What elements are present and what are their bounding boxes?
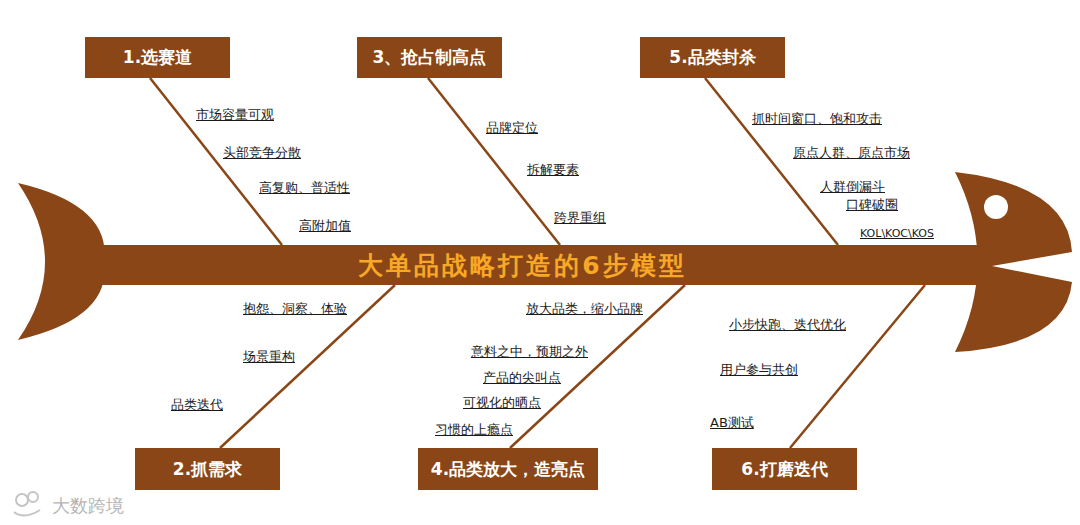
step-title: 6.打磨迭代 xyxy=(741,458,827,481)
model-title: 大单品战略打造的6步模型 xyxy=(358,249,686,282)
fish-bone xyxy=(510,285,685,448)
factor-label: AB测试 xyxy=(710,415,754,431)
factor-label: 高附加值 xyxy=(299,218,351,234)
factor-label: 口碑破圈 xyxy=(846,197,898,213)
step-title: 3、抢占制高点 xyxy=(373,46,487,69)
factor-label: KOL\KOC\KOS xyxy=(860,227,934,240)
factor-label: 小步快跑、迭代优化 xyxy=(729,317,846,333)
factor-label: 原点人群、原点市场 xyxy=(793,145,910,161)
factor-label: 可视化的晒点 xyxy=(463,395,541,411)
fish-bone xyxy=(150,78,282,245)
factor-label: 产品的尖叫点 xyxy=(483,370,561,386)
factor-label: 放大品类，缩小品牌 xyxy=(526,301,643,317)
factor-label: 抱怨、洞察、体验 xyxy=(243,301,347,317)
fish-bone xyxy=(428,78,560,245)
factor-label: 人群倒漏斗 xyxy=(820,179,885,195)
step-box: 5.品类封杀 xyxy=(640,37,785,78)
step-title: 5.品类封杀 xyxy=(669,46,755,69)
factor-label: 场景重构 xyxy=(243,349,295,365)
fish-bone xyxy=(220,285,395,448)
factor-label: 抓时间窗口、饱和攻击 xyxy=(752,111,882,127)
factor-label: 高复购、普适性 xyxy=(259,180,350,196)
step-box: 4.品类放大，造亮点 xyxy=(418,448,598,490)
fish-bone xyxy=(790,285,925,448)
factor-label: 头部竞争分散 xyxy=(223,145,301,161)
step-box: 1.选赛道 xyxy=(85,37,230,78)
step-box: 3、抢占制高点 xyxy=(357,37,502,78)
factor-label: 品牌定位 xyxy=(486,120,538,136)
step-title: 2.抓需求 xyxy=(173,458,242,481)
spine-band: 大单品战略打造的6步模型 xyxy=(60,245,985,285)
step-box: 6.打磨迭代 xyxy=(712,448,857,490)
watermark: 大数跨境 xyxy=(52,495,124,517)
factor-label: 品类迭代 xyxy=(171,397,223,413)
factor-label: 意料之中，预期之外 xyxy=(471,344,588,360)
fish-bone xyxy=(705,78,838,245)
factor-label: 习惯的上瘾点 xyxy=(435,422,513,438)
step-box: 2.抓需求 xyxy=(135,448,280,490)
factor-label: 用户参与共创 xyxy=(720,362,798,378)
fish-eye xyxy=(984,195,1008,219)
factor-label: 拆解要素 xyxy=(527,162,579,178)
watermark-logo xyxy=(14,492,40,516)
step-title: 4.品类放大，造亮点 xyxy=(431,458,585,481)
factor-label: 跨界重组 xyxy=(554,210,606,226)
step-title: 1.选赛道 xyxy=(123,46,192,69)
factor-label: 市场容量可观 xyxy=(196,107,274,123)
